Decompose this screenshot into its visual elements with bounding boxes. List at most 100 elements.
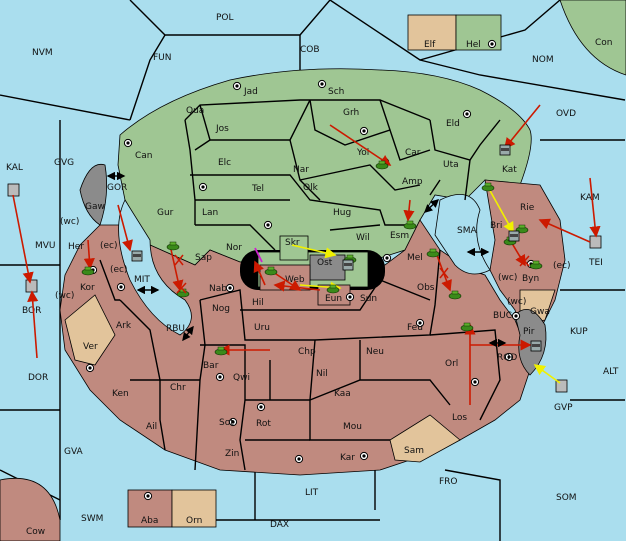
svg-text:Obs: Obs (417, 283, 435, 293)
svg-text:Gaw: Gaw (85, 202, 105, 212)
svg-text:Kat: Kat (502, 165, 517, 175)
svg-text:Nar: Nar (293, 165, 309, 175)
red-borders (99, 249, 501, 471)
svg-text:Uru: Uru (254, 323, 270, 333)
svg-text:Nog: Nog (212, 304, 230, 314)
svg-text:Chr: Chr (170, 383, 186, 393)
svg-text:RBU: RBU (166, 324, 185, 334)
svg-text:NOM: NOM (532, 55, 554, 65)
svg-text:(wc): (wc) (55, 291, 74, 301)
svg-text:Neu: Neu (366, 347, 384, 357)
svg-text:Bri: Bri (490, 221, 502, 231)
svg-text:Nil: Nil (316, 369, 328, 379)
svg-text:COB: COB (300, 45, 320, 55)
svg-text:GVA: GVA (64, 447, 84, 457)
svg-text:Los: Los (452, 413, 467, 423)
svg-text:Sch: Sch (328, 87, 344, 97)
svg-text:Chp: Chp (298, 347, 316, 357)
green-borders (184, 99, 501, 251)
svg-text:Sam: Sam (404, 446, 424, 456)
sea-mit[interactable] (118, 199, 192, 336)
svg-text:Hil: Hil (252, 298, 264, 308)
svg-text:(ec): (ec) (553, 261, 571, 271)
territory-orn[interactable] (171, 489, 217, 528)
svg-text:Kor: Kor (80, 283, 95, 293)
svg-text:Elf: Elf (424, 40, 436, 50)
svg-text:SMA: SMA (457, 226, 477, 236)
svg-text:(ec): (ec) (100, 241, 118, 251)
svg-text:MVU: MVU (35, 241, 56, 251)
svg-text:(ec): (ec) (110, 265, 128, 275)
svg-text:GVG: GVG (54, 158, 74, 168)
svg-text:Wil: Wil (356, 233, 370, 243)
territory-sam[interactable] (389, 414, 461, 463)
svg-text:Aba: Aba (141, 516, 158, 526)
svg-text:Qua: Qua (186, 106, 204, 116)
fleet-bor[interactable] (25, 279, 38, 293)
territory-elf[interactable] (407, 14, 457, 51)
svg-text:(wc): (wc) (507, 297, 526, 307)
svg-text:POL: POL (216, 13, 234, 23)
svg-text:Sun: Sun (360, 294, 377, 304)
svg-text:Tel: Tel (251, 184, 264, 194)
svg-text:Feu: Feu (407, 323, 423, 333)
retreat-order (254, 247, 263, 263)
svg-text:Nab: Nab (209, 284, 227, 294)
svg-text:KAL: KAL (6, 163, 23, 173)
svg-text:(wc): (wc) (60, 217, 79, 227)
svg-text:Can: Can (135, 151, 153, 161)
svg-text:Kar: Kar (340, 453, 355, 463)
svg-text:Con: Con (595, 38, 613, 48)
svg-text:ALT: ALT (603, 367, 619, 377)
svg-text:Car: Car (405, 148, 421, 158)
territory-labels: POL NVM FUN COB NOM Con Elf Hel KAL GVG … (6, 13, 619, 537)
fleet-kal[interactable] (7, 183, 20, 197)
svg-text:Rie: Rie (520, 203, 535, 213)
svg-text:MIT: MIT (134, 275, 150, 285)
svg-text:(wc): (wc) (498, 273, 517, 283)
svg-text:BUC: BUC (493, 311, 512, 321)
svg-text:KAM: KAM (580, 193, 600, 203)
svg-text:Hug: Hug (333, 208, 351, 218)
svg-text:Sap: Sap (195, 253, 212, 263)
svg-text:Web: Web (285, 275, 305, 285)
svg-text:SOM: SOM (556, 493, 577, 503)
svg-text:Qwi: Qwi (233, 373, 250, 383)
svg-text:Hel: Hel (466, 40, 481, 50)
svg-text:Amp: Amp (402, 177, 423, 187)
territory-green-core[interactable] (117, 68, 532, 266)
svg-text:Lan: Lan (202, 208, 218, 218)
svg-text:Eun: Eun (325, 294, 342, 304)
svg-text:Grh: Grh (343, 108, 359, 118)
svg-text:Sot: Sot (219, 418, 234, 428)
svg-text:BOR: BOR (22, 306, 41, 316)
svg-text:NVM: NVM (32, 48, 53, 58)
territory-cow[interactable] (0, 478, 61, 541)
territory-gaw[interactable] (79, 163, 108, 226)
svg-text:Ost: Ost (317, 258, 333, 268)
svg-text:Pir: Pir (523, 327, 535, 337)
svg-text:Ken: Ken (112, 389, 129, 399)
svg-text:GOR: GOR (107, 183, 127, 193)
svg-text:Gwa: Gwa (530, 307, 550, 317)
svg-text:ROD: ROD (497, 353, 517, 363)
svg-text:Orl: Orl (445, 359, 458, 369)
svg-text:KUP: KUP (570, 327, 588, 337)
svg-text:Ail: Ail (146, 422, 157, 432)
fleet-tei[interactable] (589, 235, 602, 249)
territory-ver[interactable] (64, 294, 116, 366)
fleet-gvp[interactable] (555, 379, 568, 393)
svg-text:Mou: Mou (343, 422, 362, 432)
svg-text:TEI: TEI (588, 258, 603, 268)
svg-text:Elc: Elc (218, 158, 231, 168)
svg-text:Skr: Skr (285, 238, 300, 248)
svg-text:DAX: DAX (270, 520, 289, 530)
svg-text:Olk: Olk (303, 183, 319, 193)
svg-text:Rot: Rot (256, 419, 271, 429)
svg-text:Gur: Gur (157, 208, 174, 218)
svg-text:FUN: FUN (153, 53, 172, 63)
svg-text:Bar: Bar (203, 361, 219, 371)
